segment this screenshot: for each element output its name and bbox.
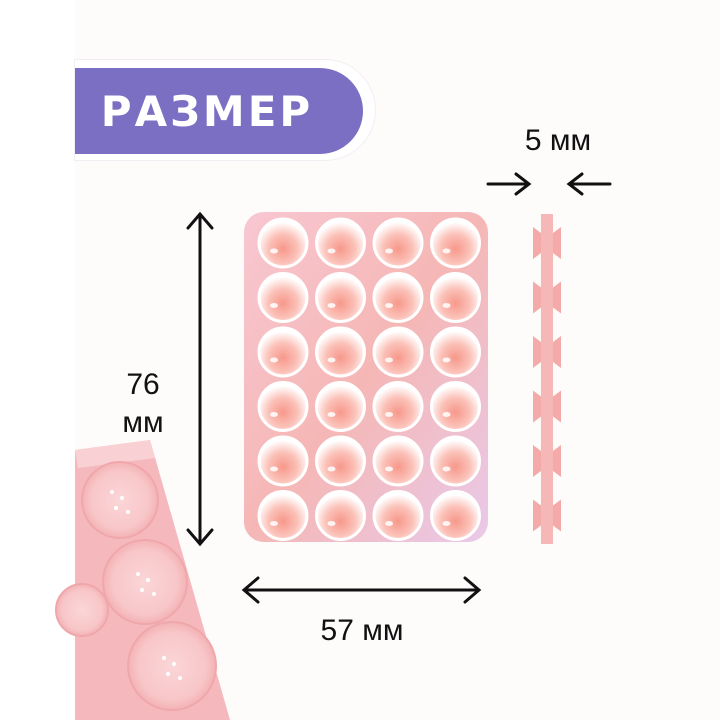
banner-title: РАЗМЕР — [100, 86, 314, 136]
thickness-arrows — [486, 172, 612, 196]
cup-highlight — [327, 303, 336, 308]
suction-cup — [372, 217, 424, 269]
suction-cup — [315, 490, 366, 541]
suction-cup — [372, 381, 424, 432]
side-fin-left — [533, 390, 541, 423]
width-arrow — [241, 576, 482, 604]
side-fin-left — [533, 281, 541, 314]
suction-cup — [315, 435, 366, 487]
suction-cup — [257, 217, 309, 269]
suction-cup — [430, 435, 481, 487]
suction-cup — [315, 326, 366, 378]
cup-highlight — [327, 521, 336, 526]
cup-highlight — [327, 412, 336, 417]
suction-cup — [430, 381, 481, 432]
cup-highlight — [327, 466, 336, 472]
side-fin-left — [533, 445, 541, 477]
cup-highlight — [270, 466, 278, 472]
cup-highlight — [327, 248, 336, 254]
closeup-photo — [55, 440, 230, 720]
cup-highlight — [270, 412, 278, 417]
height-label: 76 мм — [112, 366, 174, 442]
width-label: 57 мм — [320, 614, 404, 647]
suction-cup — [372, 272, 424, 323]
cup-highlight — [442, 466, 451, 472]
height-value: 76 — [126, 368, 160, 401]
cup-highlight — [385, 357, 393, 363]
suction-cup — [372, 435, 424, 487]
cup-highlight — [385, 412, 393, 417]
cup-highlight — [270, 521, 278, 526]
cup-highlight — [442, 521, 451, 526]
cup-highlight — [442, 357, 451, 363]
cup-highlight — [270, 357, 278, 363]
cup-highlight — [385, 303, 393, 308]
cup-highlight — [270, 248, 278, 254]
thickness-label: 5 мм — [524, 124, 592, 157]
suction-cup — [257, 435, 309, 487]
height-arrow — [186, 211, 214, 547]
suction-cup-grid — [257, 217, 481, 541]
suction-cup — [315, 217, 366, 269]
side-view-strip — [533, 214, 561, 544]
suction-cup — [315, 381, 366, 432]
suction-cup — [257, 272, 309, 323]
cup-highlight — [442, 412, 451, 417]
size-banner: РАЗМЕР — [75, 68, 363, 154]
suction-cup — [315, 272, 366, 323]
suction-cup — [257, 326, 309, 378]
suction-cup — [430, 490, 481, 541]
side-fin-right — [553, 445, 561, 477]
side-fin-left — [533, 499, 541, 532]
side-fin-left — [533, 336, 541, 368]
cup-highlight — [327, 357, 336, 363]
suction-cup — [257, 381, 309, 432]
cup-highlight — [270, 303, 278, 308]
cup-highlight — [385, 248, 393, 254]
cup-highlight — [385, 466, 393, 472]
suction-cup — [430, 272, 481, 323]
cup-highlight — [442, 303, 451, 308]
suction-cup — [257, 490, 309, 541]
side-fin-right — [553, 227, 561, 259]
side-fin-right — [553, 336, 561, 368]
suction-cup — [372, 490, 424, 541]
cup-highlight — [385, 521, 393, 526]
side-fin-left — [533, 227, 541, 259]
suction-cup — [430, 217, 481, 269]
suction-cup — [430, 326, 481, 378]
side-fin-right — [553, 390, 561, 423]
suction-cup — [372, 326, 424, 378]
side-fin-right — [553, 499, 561, 532]
height-unit: мм — [122, 406, 164, 439]
cup-highlight — [442, 248, 451, 254]
side-fin-right — [553, 281, 561, 314]
